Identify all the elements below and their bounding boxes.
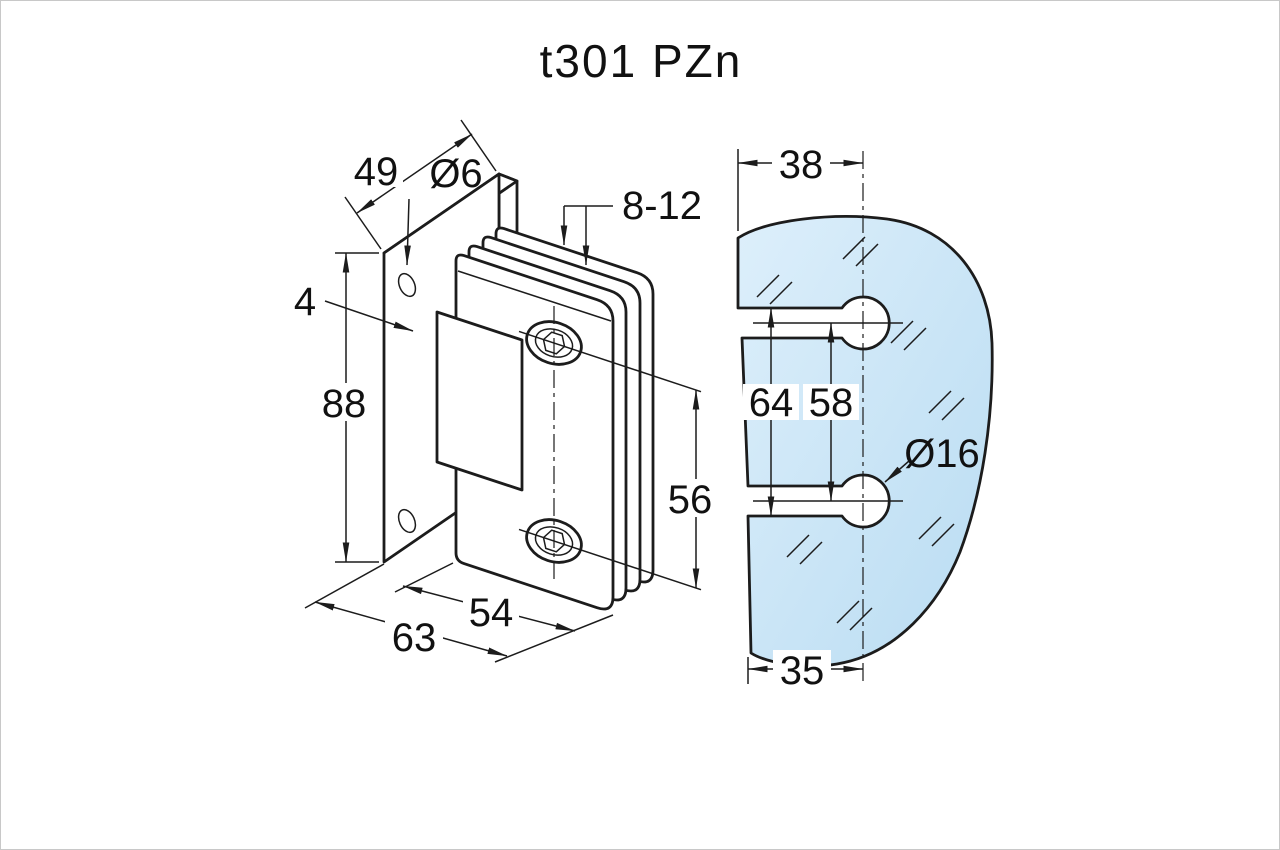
- top-hole-axis-extension: [518, 330, 702, 393]
- dim-label-54: 54: [469, 591, 514, 635]
- dim-label-dia6: Ø6: [429, 152, 482, 196]
- label-mask: [773, 650, 831, 688]
- hinge-isometric-view: 49 Ø6 4 88 54: [294, 119, 719, 663]
- dim-label-49: 49: [354, 150, 399, 194]
- dim-top-width: 38: [737, 143, 864, 231]
- dim-label-35: 35: [780, 649, 825, 693]
- dim-label-56: 56: [668, 478, 713, 522]
- dim-depth: 63: [304, 563, 508, 660]
- leader-line: [324, 300, 414, 332]
- mounting-hole-bottom: [397, 508, 417, 534]
- dim-hole-spacing: 56: [661, 389, 719, 589]
- dim-plate-thickness: 4: [294, 280, 414, 332]
- dim-label-63: 63: [392, 616, 437, 660]
- hinge-boss: [435, 310, 524, 492]
- dimension-line: [356, 133, 473, 214]
- label-mask: [315, 383, 373, 421]
- dim-cutout-hole-dia: Ø16: [884, 432, 980, 483]
- extension-line: [494, 614, 614, 663]
- label-mask: [803, 384, 859, 420]
- dim-label-8-12: 8-12: [622, 184, 702, 228]
- dim-label-88: 88: [322, 382, 367, 426]
- hinge-body-chamfer-line: [457, 270, 612, 322]
- extension-line: [460, 119, 497, 172]
- dim-plate-width: 49: [344, 119, 497, 250]
- glass-hatch-marks: [756, 236, 965, 631]
- label-mask: [743, 384, 799, 420]
- dim-glass-thickness: 8-12: [560, 184, 702, 266]
- drawing-title: t301 PZn: [540, 35, 743, 87]
- label-mask: [661, 479, 719, 517]
- extension-line: [394, 562, 454, 593]
- label-mask: [772, 144, 830, 182]
- glass-panel: [736, 215, 994, 668]
- leader-line: [404, 198, 411, 266]
- dim-mounting-hole-dia: Ø6: [404, 152, 483, 266]
- glass-cutout-view: 38 64 58 Ø16 35: [736, 143, 994, 693]
- mounting-hole-top: [397, 272, 417, 298]
- label-mask: [349, 151, 403, 187]
- extension-line: [344, 196, 382, 250]
- label-mask: [385, 617, 443, 655]
- dim-label-58: 58: [809, 381, 854, 425]
- dim-bottom-width: 35: [747, 649, 864, 693]
- dim-label-38: 38: [779, 143, 824, 187]
- dim-hole-centers: 58: [803, 322, 859, 502]
- dim-cutout-span: 64: [743, 307, 799, 517]
- leader-line: [884, 460, 910, 483]
- dim-label-4: 4: [294, 280, 316, 324]
- extension-line: [304, 563, 385, 609]
- dim-label-dia16: Ø16: [904, 432, 980, 476]
- bottom-hole-axis-extension: [518, 528, 702, 591]
- dim-label-64: 64: [749, 381, 794, 425]
- dim-plate-height: 88: [315, 252, 379, 563]
